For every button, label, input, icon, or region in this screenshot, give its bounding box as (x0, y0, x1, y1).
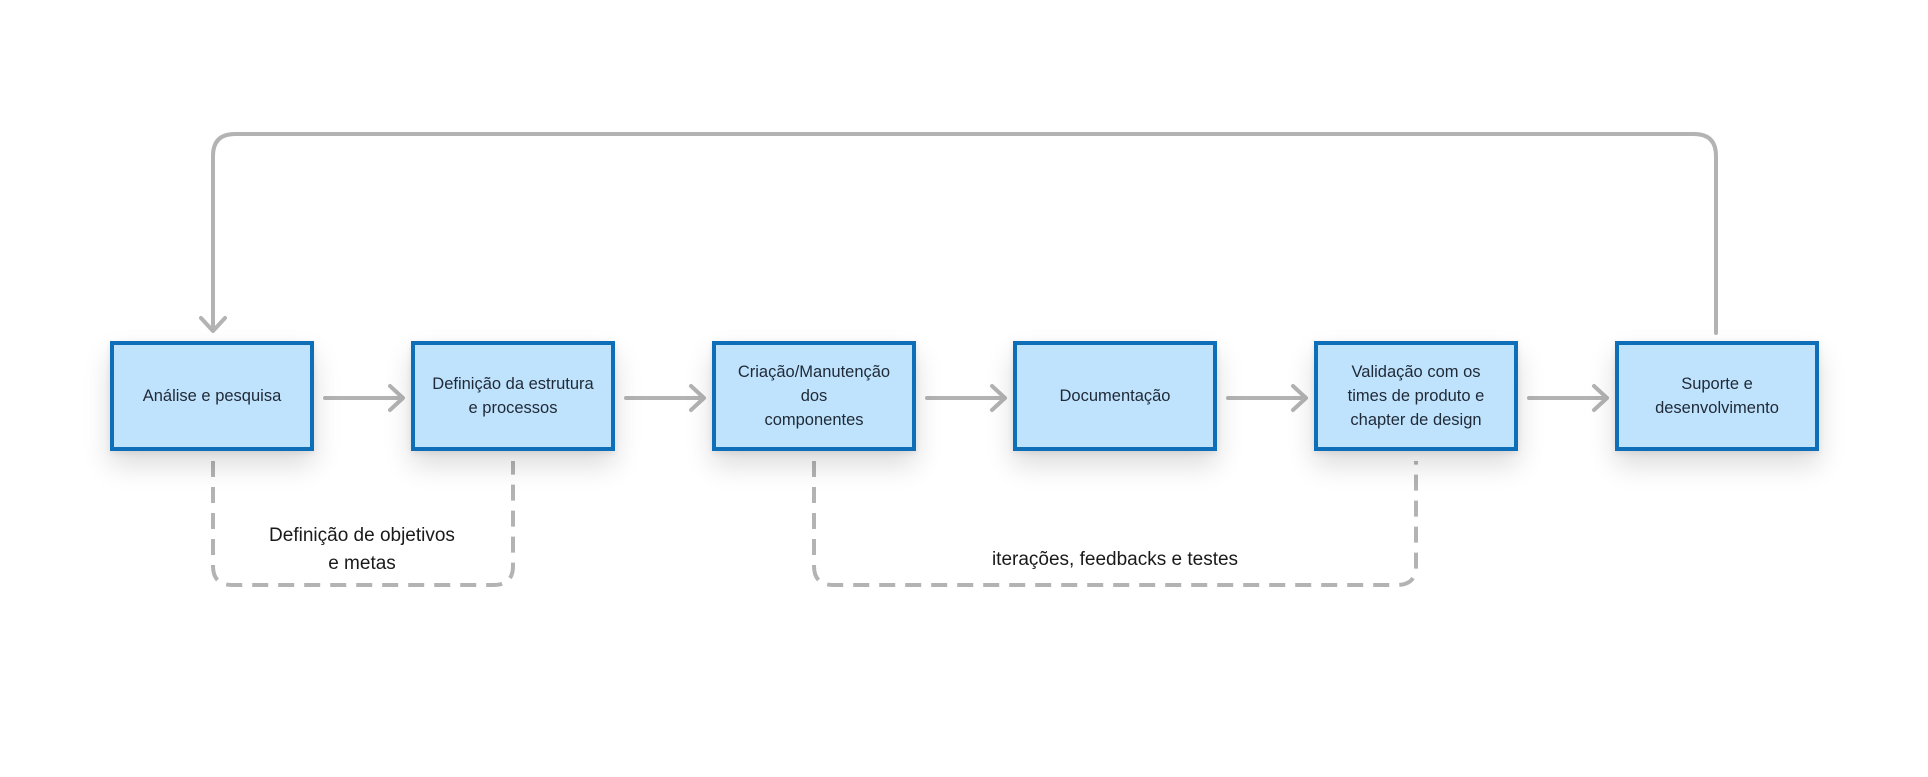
step-box-validacao: Validação com os times de produto e chap… (1314, 341, 1518, 451)
arrow-criacao-to-documentacao (925, 384, 1007, 412)
step-label: Análise e pesquisa (142, 387, 282, 405)
step-label: Suporte e desenvolvimento (1655, 375, 1779, 417)
arrow-definicao-to-criacao (624, 384, 706, 412)
group-label-iteracoes: iterações, feedbacks e testes (991, 549, 1239, 570)
step-box-documentacao: Documentação (1013, 341, 1217, 451)
step-label: Definição da estrutura e processos (432, 375, 594, 417)
arrow-analise-to-definicao (323, 384, 405, 412)
bracket-iteracoes (812, 461, 1418, 587)
bracket-objetivos (211, 461, 515, 587)
step-box-definicao: Definição da estrutura e processos (411, 341, 615, 451)
step-label: Documentação (1059, 387, 1171, 405)
step-box-suporte: Suporte e desenvolvimento (1615, 341, 1819, 451)
step-label: Validação com os times de produto e chap… (1347, 363, 1485, 429)
step-label: Criação/Manutenção dos componentes (737, 363, 891, 429)
arrow-validacao-to-suporte (1527, 384, 1609, 412)
feedback-loop-arrow (199, 132, 1718, 335)
step-box-analise: Análise e pesquisa (110, 341, 314, 451)
step-box-criacao: Criação/Manutenção dos componentes (712, 341, 916, 451)
arrow-documentacao-to-validacao (1226, 384, 1308, 412)
group-label-objetivos: Definição de objetivos e metas (269, 525, 455, 574)
